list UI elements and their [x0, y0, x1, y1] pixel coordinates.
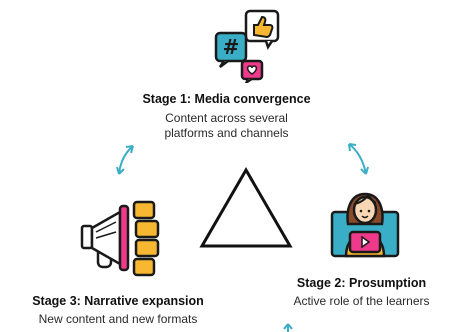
svg-text:#: #: [223, 35, 240, 59]
stage-3-title: Stage 3: Narrative expansion: [32, 294, 204, 308]
stage-2-title: Stage 2: Prosumption: [296, 276, 427, 290]
stage-1-desc-line2: platforms and channels: [164, 126, 289, 140]
stage-3-desc: New content and new formats: [38, 312, 198, 326]
megaphone-icon: [78, 198, 164, 280]
video-creator-icon: [328, 184, 402, 260]
stage-1-title: Stage 1: Media convergence: [142, 92, 311, 106]
cycle-arrow-icon: [113, 142, 139, 180]
cycle-arrow-icon: [344, 140, 372, 180]
center-triangle: [198, 166, 294, 250]
stage-1-desc-line1: Content across several: [165, 111, 288, 125]
stage-2-desc: Active role of the learners: [293, 294, 430, 308]
cycle-arrow-icon: [278, 320, 298, 332]
social-media-icon: #: [206, 5, 282, 83]
